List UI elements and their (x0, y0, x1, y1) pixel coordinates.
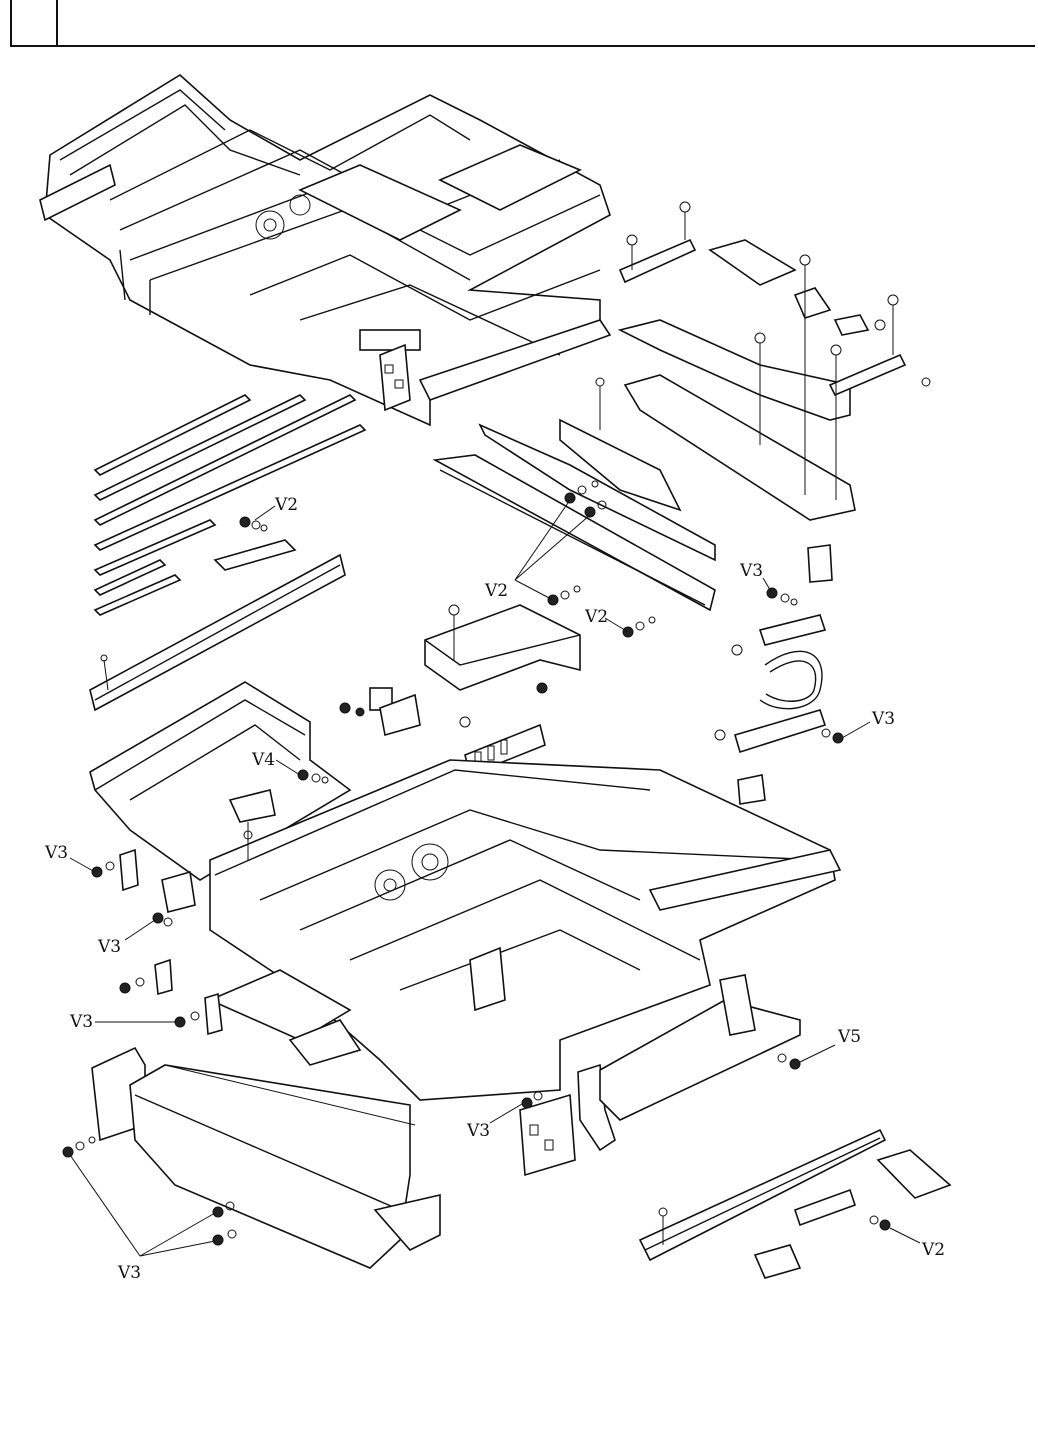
callout-v3-left-top: V3 (44, 843, 68, 863)
callout-v5: V5 (837, 1027, 861, 1047)
callout-v3-bottom: V3 (117, 1263, 141, 1283)
callout-v2-centre: V2 (484, 581, 508, 601)
callout-v2-bottom: V2 (921, 1240, 945, 1260)
callout-v3-chain-bracket: V3 (871, 709, 895, 729)
callout-v4: V4 (251, 750, 275, 770)
callout-v3-left-low: V3 (69, 1012, 93, 1032)
callout-v2-centre-right: V2 (584, 607, 608, 627)
front-cover (63, 1048, 440, 1268)
upper-frame-assembly (40, 75, 610, 425)
cable-chain (715, 545, 843, 804)
middle-cover (340, 605, 580, 775)
callout-v3-board: V3 (466, 1121, 490, 1141)
callout-v3-left-mid: V3 (97, 937, 121, 957)
callout-v3-chain-top: V3 (739, 561, 763, 581)
callout-v2-top: V2 (274, 495, 298, 515)
left-rail (90, 517, 345, 710)
